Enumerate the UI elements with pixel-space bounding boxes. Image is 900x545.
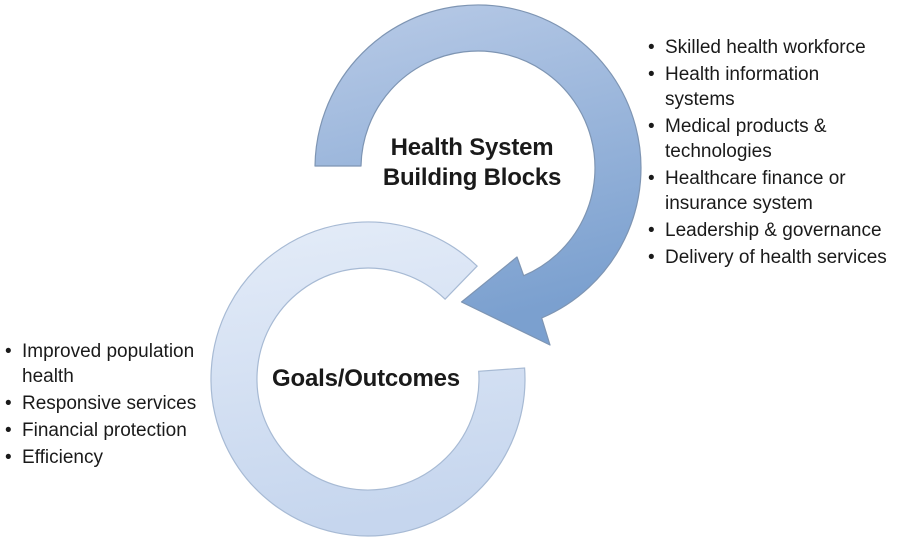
list-item: Leadership & governance — [648, 218, 893, 243]
list-item: Skilled health workforce — [648, 35, 893, 60]
outcomes-list: Improved population healthResponsive ser… — [5, 339, 220, 472]
list-item: Health information systems — [648, 62, 893, 112]
building-blocks-list: Skilled health workforceHealth informati… — [648, 35, 893, 272]
list-item: Responsive services — [5, 391, 220, 416]
list-item: Medical products & technologies — [648, 114, 893, 164]
list-item: Financial protection — [5, 418, 220, 443]
building-blocks-cycle-arrow — [314, 4, 642, 346]
building-blocks-title: Health System Building Blocks — [382, 134, 562, 191]
list-item: Healthcare finance or insurance system — [648, 166, 893, 216]
goals-cycle-ring — [210, 221, 526, 537]
list-item: Delivery of health services — [648, 245, 893, 270]
list-item: Efficiency — [5, 445, 220, 470]
goals-title: Goals/Outcomes — [272, 365, 460, 392]
list-item: Improved population health — [5, 339, 220, 389]
